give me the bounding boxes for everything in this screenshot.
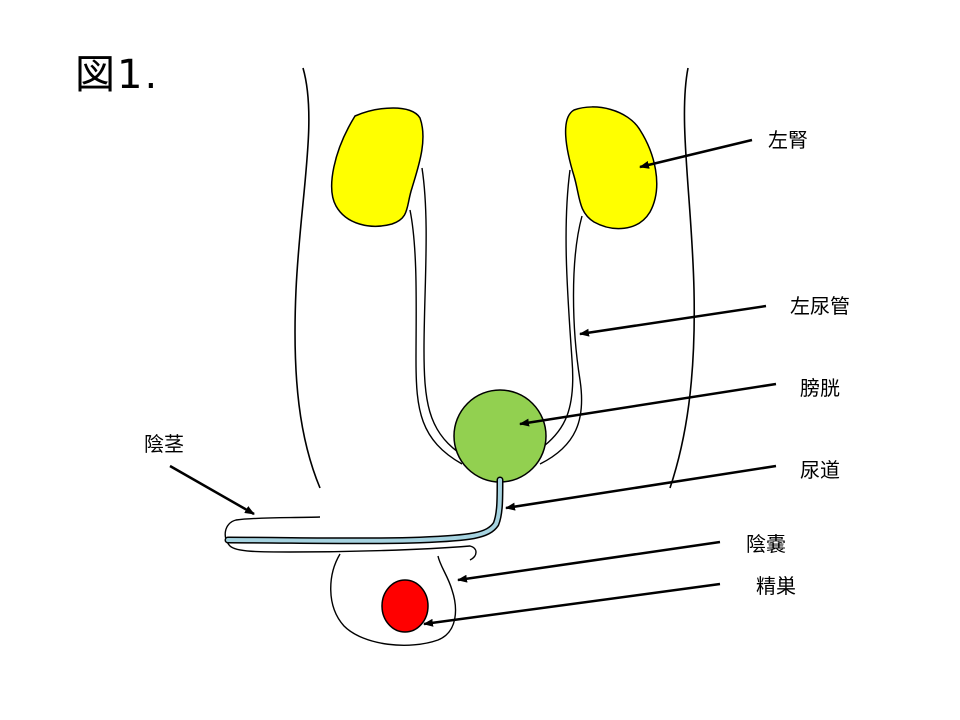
label-scrotum: 陰嚢 xyxy=(746,532,786,556)
body-outline-right xyxy=(669,67,696,489)
left-ureter-inner xyxy=(543,169,574,447)
label-testis: 精巣 xyxy=(756,574,796,598)
figure-title: 図1. xyxy=(75,52,160,98)
testis-arrow xyxy=(423,582,721,627)
label-left-ureter: 左尿管 xyxy=(790,294,850,318)
scrotum-arrow xyxy=(457,540,721,583)
testis-shape xyxy=(381,579,429,633)
left-kidney-shape xyxy=(564,106,658,230)
scrotum-outline xyxy=(330,553,457,646)
right-kidney-shape xyxy=(330,107,424,227)
left-kidney-arrow xyxy=(639,138,753,169)
bladder-arrow xyxy=(519,382,777,427)
label-penis: 陰茎 xyxy=(144,432,184,456)
label-left-kidney: 左腎 xyxy=(768,128,808,152)
left-ureter-arrow xyxy=(579,304,767,337)
bladder-shape xyxy=(453,389,547,483)
urethra-fill xyxy=(226,478,502,543)
penis-arrow xyxy=(169,464,255,516)
label-urethra: 尿道 xyxy=(800,458,840,482)
label-bladder: 膀胱 xyxy=(800,376,840,400)
body-outline-left xyxy=(294,67,321,489)
right-ureter-inner xyxy=(421,167,459,453)
urethra-arrow xyxy=(505,464,777,511)
right-ureter-outer xyxy=(409,209,463,465)
urethra-shape xyxy=(224,476,504,545)
penis-outline-top xyxy=(224,516,477,561)
left-ureter-outer xyxy=(539,215,583,465)
